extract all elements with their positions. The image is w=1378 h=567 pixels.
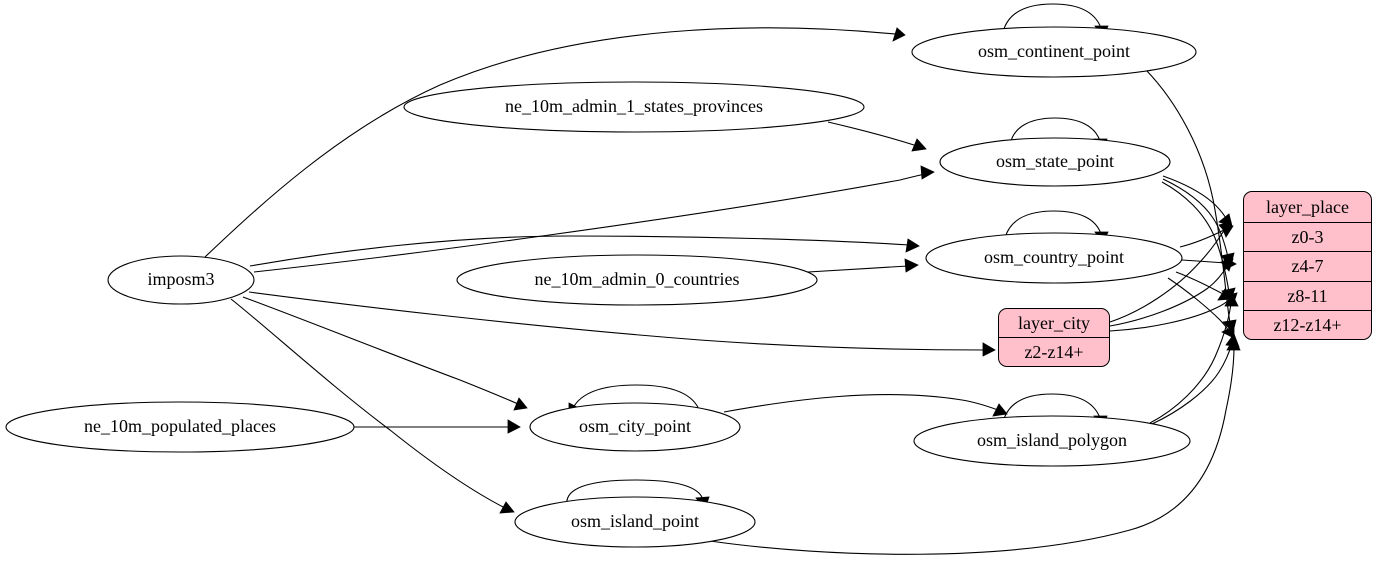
- node-ne-10m-populated-places[interactable]: ne_10m_populated_places: [5, 401, 355, 453]
- edge-imposm3-to-layer-city: [248, 291, 986, 351]
- node-osm-country-point-shape[interactable]: [925, 232, 1183, 284]
- arrowhead-imposm3-osm-island-point: [499, 501, 515, 514]
- arrowhead-imposm3-layer-city: [982, 342, 996, 357]
- node-imposm3[interactable]: imposm3: [107, 255, 255, 305]
- edge-osm-state-point-to-layer-place-z4: [1162, 178, 1229, 258]
- edge-osm-country-point-self-loop: [1004, 210, 1102, 239]
- edge-imposm3-to-osm-island-point: [230, 298, 506, 509]
- node-imposm3-label: imposm3: [147, 269, 214, 289]
- edge-ne-admin0-to-osm-country-point: [807, 265, 909, 273]
- edge-osm-state-point-to-layer-place-z0: [1162, 175, 1227, 219]
- record-row-layer-place-z8-11[interactable]: z8-11: [1244, 280, 1371, 311]
- record-row-layer-place-title[interactable]: layer_place: [1266, 196, 1349, 217]
- node-osm-island-point[interactable]: osm_island_point: [514, 496, 756, 548]
- node-osm-city-point[interactable]: osm_city_point: [529, 402, 741, 452]
- arrowhead-layer-city-layer-place-z0: [1218, 221, 1232, 235]
- arrowhead-imposm3-osm-continent-point: [892, 27, 906, 42]
- record-node-layer-city[interactable]: layer_city z2-z14+: [998, 308, 1110, 367]
- node-osm-city-point-label: osm_city_point: [579, 416, 691, 436]
- record-row-layer-place-z12-z14plus[interactable]: z12-z14+: [1244, 310, 1371, 339]
- edge-imposm3-to-osm-country-point: [249, 235, 911, 267]
- node-osm-state-point-label: osm_state_point: [996, 151, 1114, 171]
- record-row-layer-place-z0-3[interactable]: z0-3: [1244, 221, 1371, 252]
- edge-osm-city-point-self-loop: [572, 384, 701, 413]
- edge-osm-country-point-to-layer-place-z4: [1181, 259, 1227, 264]
- node-ne-10m-admin-1-states-provinces-label: ne_10m_admin_1_states_provinces: [505, 96, 763, 116]
- arrowhead-imposm3-osm-state-point: [920, 165, 935, 180]
- node-ne-10m-admin-0-countries[interactable]: ne_10m_admin_0_countries: [456, 254, 818, 306]
- node-osm-continent-point-shape[interactable]: [911, 26, 1197, 78]
- edge-layer-city-to-layer-place-z0: [1109, 228, 1226, 323]
- arrowhead-ne-admin0-osm-country-point: [904, 258, 919, 273]
- record-row-layer-city-z2-z14plus[interactable]: z2-z14+: [999, 337, 1109, 366]
- edge-layer-city-to-layer-place-z4: [1109, 265, 1228, 327]
- node-osm-island-polygon-shape[interactable]: [913, 415, 1191, 467]
- node-osm-country-point-label: osm_country_point: [984, 247, 1124, 267]
- arrowhead-osm-island-polygon-layer-place-z8: [1224, 293, 1239, 307]
- arrowhead-imposm3-osm-country-point: [905, 238, 920, 253]
- node-ne-10m-populated-places-shape[interactable]: [5, 401, 355, 453]
- node-osm-state-point[interactable]: osm_state_point: [939, 137, 1171, 187]
- edge-osm-state-point-to-layer-place-z8: [1161, 181, 1230, 293]
- edge-osm-country-point-to-layer-place-z8: [1175, 271, 1224, 295]
- edge-osm-country-point-to-layer-place-z0: [1179, 229, 1225, 248]
- edge-osm-island-polygon-to-layer-place-z12: [1151, 342, 1233, 425]
- edge-layer-city-to-layer-place-z8: [1109, 297, 1232, 332]
- node-ne-10m-admin-0-countries-shape[interactable]: [456, 254, 818, 306]
- node-osm-island-point-shape[interactable]: [514, 496, 756, 548]
- node-imposm3-shape[interactable]: [107, 255, 255, 305]
- node-layer: imposm3 ne_10m_admin_1_states_provinces …: [5, 26, 1197, 548]
- node-osm-city-point-shape[interactable]: [529, 402, 741, 452]
- record-row-layer-place-z4-7[interactable]: z4-7: [1244, 251, 1371, 281]
- node-osm-island-polygon-label: osm_island_polygon: [977, 430, 1127, 450]
- edge-osm-state-point-self-loop: [1009, 117, 1101, 146]
- edge-osm-continent-point-to-layer-place-z12: [1145, 69, 1231, 324]
- arrowhead-imposm3-osm-city-point: [513, 397, 528, 411]
- node-osm-state-point-shape[interactable]: [939, 137, 1171, 187]
- node-ne-10m-populated-places-label: ne_10m_populated_places: [84, 416, 276, 436]
- arrowhead-ne-populated-places-osm-city-point: [507, 419, 521, 434]
- arrowhead-osm-city-point-osm-island-polygon: [992, 403, 1008, 417]
- edge-imposm3-to-osm-city-point: [242, 296, 519, 405]
- edge-osm-continent-point-self-loop: [1002, 3, 1102, 33]
- edge-layer: [204, 3, 1241, 555]
- arrowhead-osm-country-point-layer-place-z12: [1221, 325, 1235, 339]
- node-ne-10m-admin-1-states-provinces[interactable]: ne_10m_admin_1_states_provinces: [403, 81, 865, 133]
- edge-osm-island-point-to-layer-place-z12: [709, 346, 1235, 555]
- edge-osm-island-polygon-to-layer-place-z8: [1149, 302, 1232, 424]
- edge-imposm3-to-osm-state-point: [253, 173, 926, 273]
- edge-imposm3-to-osm-continent-point: [204, 27, 906, 258]
- arrowhead-ne-admin1-osm-state-point: [911, 138, 927, 152]
- node-osm-continent-point-label: osm_continent_point: [978, 41, 1130, 61]
- node-osm-island-polygon[interactable]: osm_island_polygon: [913, 415, 1191, 467]
- edge-osm-country-point-to-layer-place-z12: [1167, 277, 1230, 332]
- edge-osm-island-point-self-loop: [566, 479, 704, 507]
- record-node-layer-place[interactable]: layer_place z0-3 z4-7 z8-11 z12-z14+: [1243, 191, 1372, 340]
- edge-osm-island-polygon-self-loop: [1002, 393, 1101, 423]
- node-osm-continent-point[interactable]: osm_continent_point: [911, 26, 1197, 78]
- edge-osm-city-point-to-osm-island-polygon: [723, 394, 999, 413]
- node-ne-10m-admin-1-states-provinces-shape[interactable]: [403, 81, 865, 133]
- record-row-layer-city-title[interactable]: layer_city: [1018, 313, 1090, 333]
- arrowhead-layer-city-layer-place-z4: [1220, 258, 1234, 272]
- node-osm-island-point-label: osm_island_point: [571, 511, 699, 531]
- node-ne-10m-admin-0-countries-label: ne_10m_admin_0_countries: [535, 269, 740, 289]
- arrowhead-osm-island-point-layer-place-z12: [1226, 337, 1241, 351]
- node-osm-country-point[interactable]: osm_country_point: [925, 232, 1183, 284]
- edge-ne-admin1-to-osm-state-point: [827, 121, 918, 147]
